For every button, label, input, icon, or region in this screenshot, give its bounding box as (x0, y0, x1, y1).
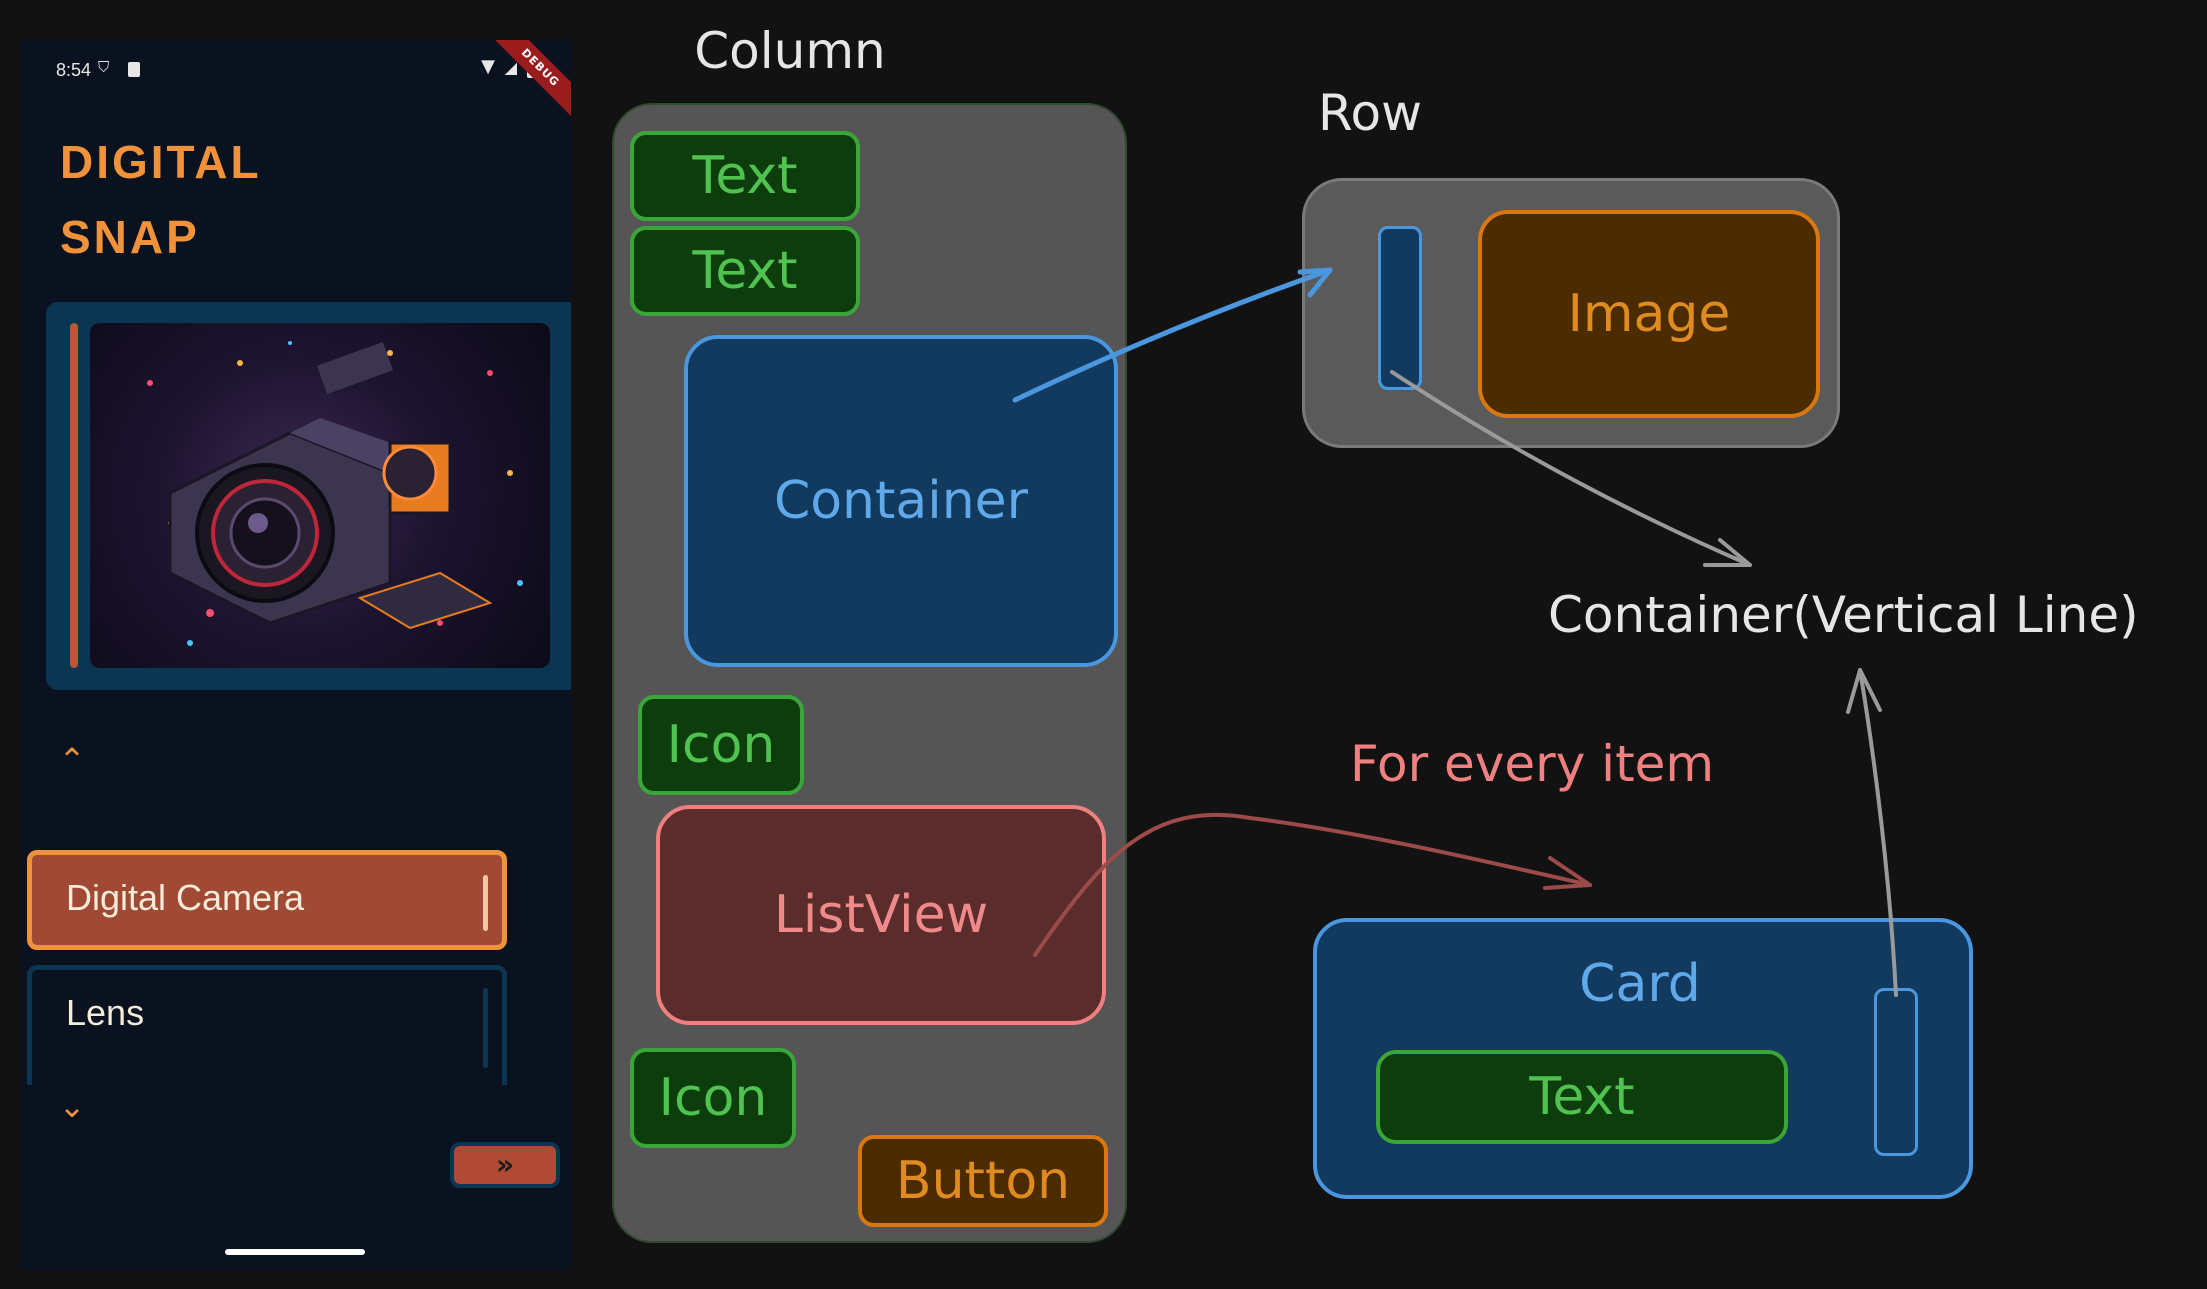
list-item-vertical-line (483, 875, 488, 931)
vertical-line-label: Container(Vertical Line) (1548, 586, 2139, 644)
for-every-item-label: For every item (1350, 735, 1715, 793)
column-label: Column (694, 22, 886, 80)
list-item-label: Lens (66, 992, 145, 1033)
brand-title-line1: DIGITAL (60, 136, 262, 188)
arrowhead-vline-to-label (1703, 538, 1752, 567)
column-text-box-1: Text (630, 131, 860, 221)
shield-icon: ⛉ (98, 58, 110, 76)
column-button-box: Button (858, 1135, 1108, 1227)
column-container-box: Container (684, 335, 1118, 667)
arrow-container-to-row (1012, 267, 1333, 403)
arrow-vline-to-label (1390, 370, 1752, 567)
row-image-box: Image (1478, 210, 1820, 418)
signal-icon: ◢ (504, 58, 517, 77)
sd-card-icon (128, 62, 140, 77)
arrowhead-listview-to-card (1543, 856, 1592, 890)
camera-illustration-svg (147, 341, 523, 646)
status-bar: 8:54 ⛉ ▼ ◢ DEBUG (20, 40, 571, 130)
arrowhead-container-to-row (1297, 267, 1333, 298)
column-text-box-2: Text (630, 226, 860, 316)
list-item-digital-camera[interactable]: Digital Camera (27, 850, 507, 950)
column-icon-box-2: Icon (630, 1048, 796, 1148)
status-time: 8:54 (56, 60, 92, 80)
card-text-box: Text (1376, 1050, 1788, 1144)
wifi-icon: ▼ (481, 56, 495, 77)
chevron-up-icon[interactable]: ⌃ (58, 741, 86, 779)
home-indicator[interactable] (225, 1249, 365, 1255)
camera-illustration (90, 323, 550, 668)
list-item-lens[interactable]: Lens (27, 965, 507, 1085)
column-icon-box-1: Icon (638, 695, 804, 795)
chevron-down-icon[interactable]: ⌄ (58, 1087, 86, 1125)
row-vertical-line (1378, 226, 1422, 390)
hero-vertical-line (70, 323, 78, 668)
brand-title-line2: SNAP (60, 211, 200, 263)
phone-mockup: 8:54 ⛉ ▼ ◢ DEBUG DIGITAL SNAP ⌃ Digital … (20, 40, 571, 1270)
card-vertical-line (1874, 988, 1918, 1156)
arrowhead-card-line-to-label (1846, 668, 1882, 714)
list-item-vertical-line (483, 988, 488, 1068)
list-item-label: Digital Camera (66, 877, 305, 918)
column-listview-box: ListView (656, 805, 1106, 1025)
row-label: Row (1318, 84, 1422, 142)
next-button[interactable]: » (450, 1142, 560, 1188)
card-label: Card (1579, 954, 1701, 1014)
arrow-listview-to-card (1033, 812, 1592, 957)
arrow-card-line-to-label (1858, 668, 1898, 997)
